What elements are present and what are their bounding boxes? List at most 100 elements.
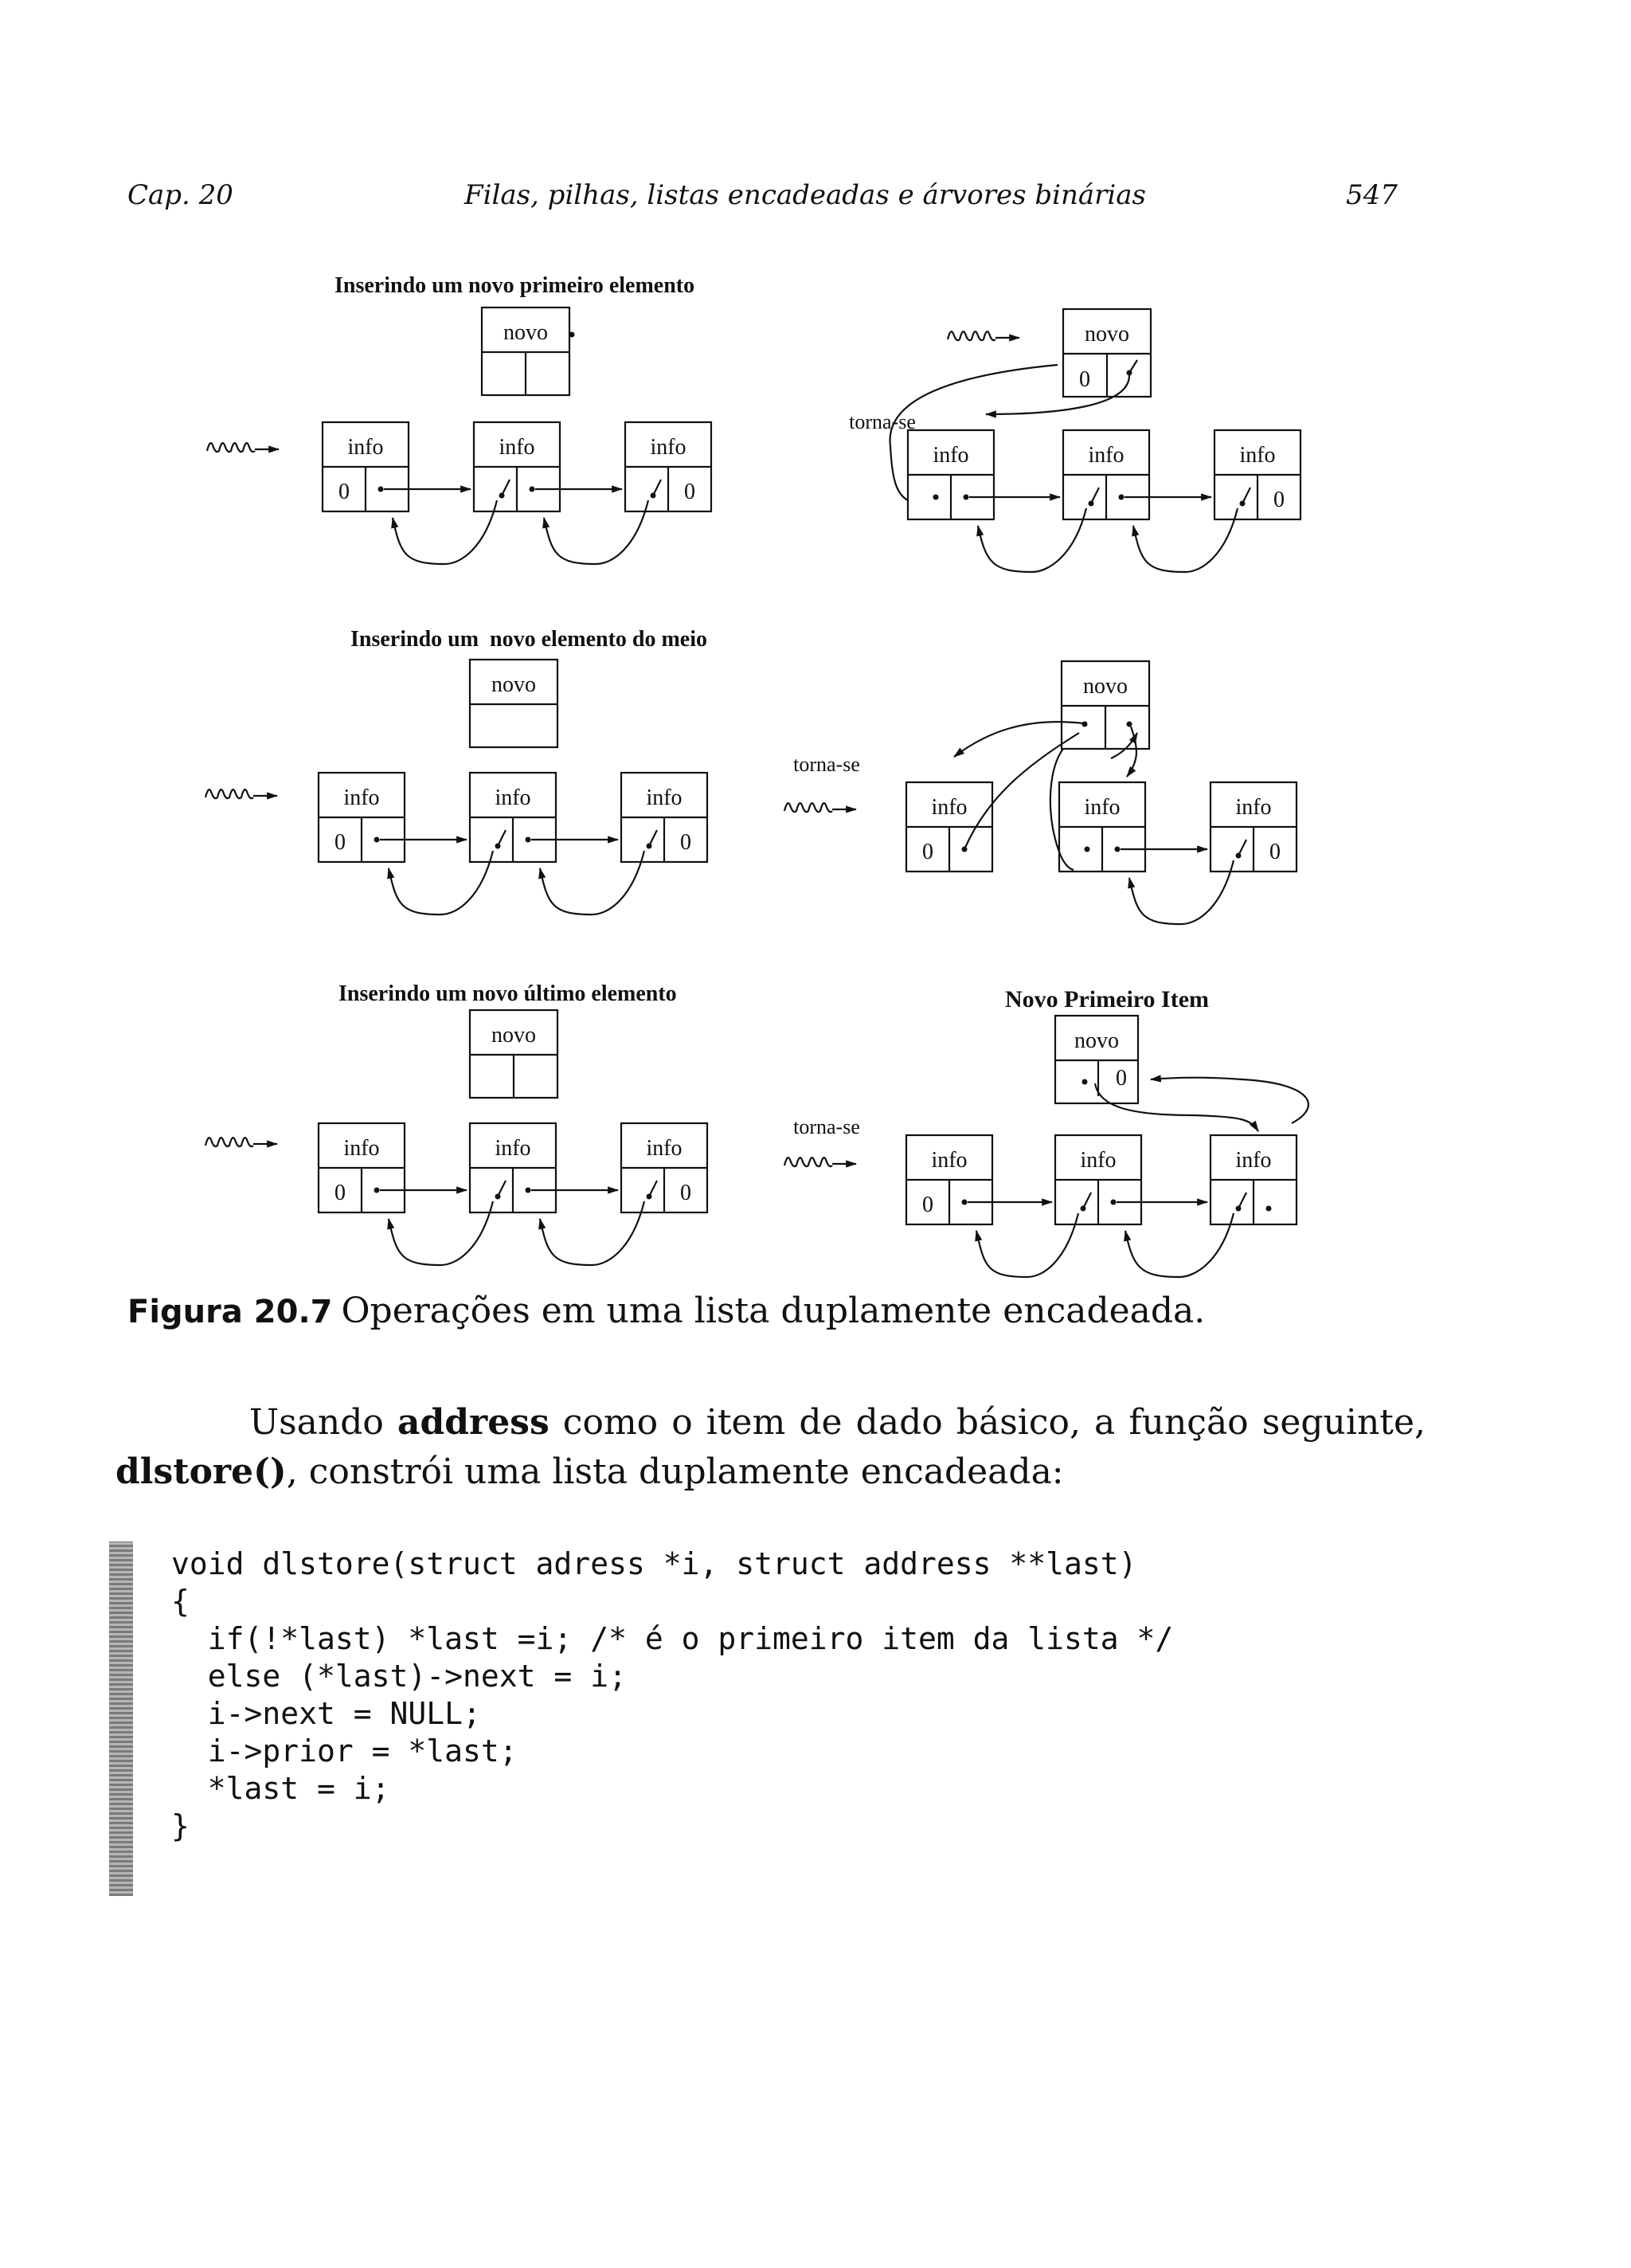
prior-pointer-arrow	[1126, 726, 1138, 778]
node-info-label: info	[646, 785, 682, 810]
null-pointer-label: 0	[680, 830, 691, 855]
null-pointer-label: 0	[922, 840, 933, 864]
pointer-dot	[569, 331, 575, 338]
node-info-label: info	[931, 795, 967, 820]
novo-label: novo	[503, 320, 548, 345]
pointer-dot	[933, 494, 939, 500]
body-text-2: como o item de dado básico, a função seg…	[549, 1402, 1426, 1443]
panel-title-result: Novo Primeiro Item	[1005, 986, 1210, 1013]
body-text-1: Usando	[249, 1402, 397, 1443]
pointer-dot	[963, 494, 969, 500]
list-start-squiggle	[783, 1157, 833, 1168]
prior-pointer-arrow	[387, 1201, 495, 1267]
prior-pointer-arrow	[889, 363, 1058, 501]
prior-pointer-arrow	[1149, 1075, 1309, 1124]
body-text-3: , constrói uma lista duplamente encadead…	[286, 1451, 1064, 1492]
node-info-label: info	[1088, 443, 1124, 468]
node-info-label: info	[499, 435, 534, 460]
pointer-dot	[374, 1187, 380, 1193]
body-term-address: address	[397, 1402, 550, 1443]
list-start-squiggle	[204, 789, 254, 800]
list-start-squiggle	[783, 802, 833, 813]
pointer-dot	[1081, 721, 1088, 727]
pointer-dot	[1114, 846, 1121, 852]
code-line: else (*last)->next = i;	[171, 1659, 627, 1694]
node-info-label: info	[1084, 795, 1120, 820]
prior-pointer-arrow	[1049, 748, 1074, 872]
pointer-dot	[529, 486, 535, 492]
panel-title-first: Inserindo um novo primeiro elemento	[334, 273, 695, 298]
prior-pointer-arrow	[387, 850, 495, 916]
diagram-line	[497, 1180, 507, 1197]
prior-pointer-arrow	[538, 850, 646, 916]
null-pointer-label: 0	[334, 1181, 346, 1205]
diagram-line	[652, 479, 662, 496]
null-pointer-label: 0	[1079, 367, 1090, 392]
diagram-line	[497, 829, 507, 847]
prior-pointer-arrow	[984, 374, 1131, 418]
null-pointer-label: 0	[334, 830, 346, 855]
code-line: i->next = NULL;	[171, 1696, 481, 1731]
node-info-label: info	[347, 435, 383, 460]
becomes-label: torna-se	[849, 410, 916, 433]
running-title: Filas, pilhas, listas encadeadas e árvor…	[464, 179, 1146, 211]
pointer-dot	[1081, 1079, 1088, 1085]
diagram-line	[1238, 1192, 1247, 1209]
pointer-dot	[1265, 1205, 1272, 1212]
diagram-line	[648, 829, 658, 847]
code-line: void dlstore(struct adress *i, struct ad…	[171, 1546, 1137, 1581]
node-info-label: info	[1080, 1148, 1116, 1173]
null-pointer-label: 0	[1116, 1066, 1127, 1091]
prior-pointer-arrow	[976, 507, 1088, 574]
diagram-line	[1090, 487, 1100, 504]
pointer-dot	[377, 486, 384, 492]
node-info-label: info	[343, 785, 379, 810]
prior-pointer-arrow	[538, 1201, 646, 1267]
diagram-line	[648, 1180, 658, 1197]
prior-pointer-arrow	[1132, 507, 1239, 574]
code-line: }	[171, 1808, 190, 1843]
page-number: 547	[1346, 179, 1398, 211]
node-info-label: info	[650, 435, 686, 460]
body-paragraph: Usando address como o item de dado básic…	[115, 1398, 1426, 1497]
node-info-label: info	[1235, 795, 1271, 820]
diagram-line	[1242, 487, 1251, 504]
figure-caption: Figura 20.7 Operações em uma lista dupla…	[127, 1291, 1205, 1331]
becomes-label: torna-se	[793, 1115, 860, 1138]
list-start-squiggle	[205, 442, 256, 453]
prior-pointer-arrow	[963, 732, 1080, 850]
becomes-label: torna-se	[793, 753, 860, 776]
pointer-dot	[374, 836, 380, 843]
node-info-label: info	[1235, 1148, 1271, 1173]
chapter-label: Cap. 20	[127, 179, 233, 211]
prior-pointer-arrow	[542, 499, 650, 566]
figure-caption-label: Figura 20.7	[127, 1294, 333, 1330]
pointer-dot	[525, 836, 531, 843]
null-pointer-label: 0	[680, 1181, 691, 1205]
pointer-dot	[1126, 721, 1132, 727]
panel-title-middle: Inserindo um novo elemento do meio	[350, 627, 707, 652]
pointer-dot	[1084, 846, 1090, 852]
node-info-label: info	[495, 1136, 530, 1161]
null-pointer-label: 0	[684, 480, 695, 504]
body-term-dlstore: dlstore()	[115, 1451, 287, 1492]
pointer-dot	[1110, 1199, 1117, 1205]
prior-pointer-arrow	[1110, 731, 1138, 759]
diagram-line	[501, 479, 510, 496]
node-info-label: info	[646, 1136, 682, 1161]
code-line: {	[171, 1584, 190, 1619]
figure-caption-text: Operações em uma lista duplamente encade…	[341, 1291, 1206, 1331]
prior-pointer-arrow	[953, 721, 1084, 758]
pointer-dot	[1118, 494, 1124, 500]
null-pointer-label: 0	[1269, 840, 1281, 864]
code-line: *last = i;	[171, 1771, 390, 1806]
panel-title-last: Inserindo um novo último elemento	[338, 981, 677, 1006]
prior-pointer-arrow	[1128, 860, 1235, 926]
list-start-squiggle	[204, 1137, 254, 1148]
node-info-label: info	[1239, 443, 1275, 468]
pointer-dot	[525, 1187, 531, 1193]
prior-pointer-arrow	[391, 499, 499, 566]
code-margin-bar	[109, 1541, 133, 1896]
null-pointer-label: 0	[338, 480, 350, 504]
